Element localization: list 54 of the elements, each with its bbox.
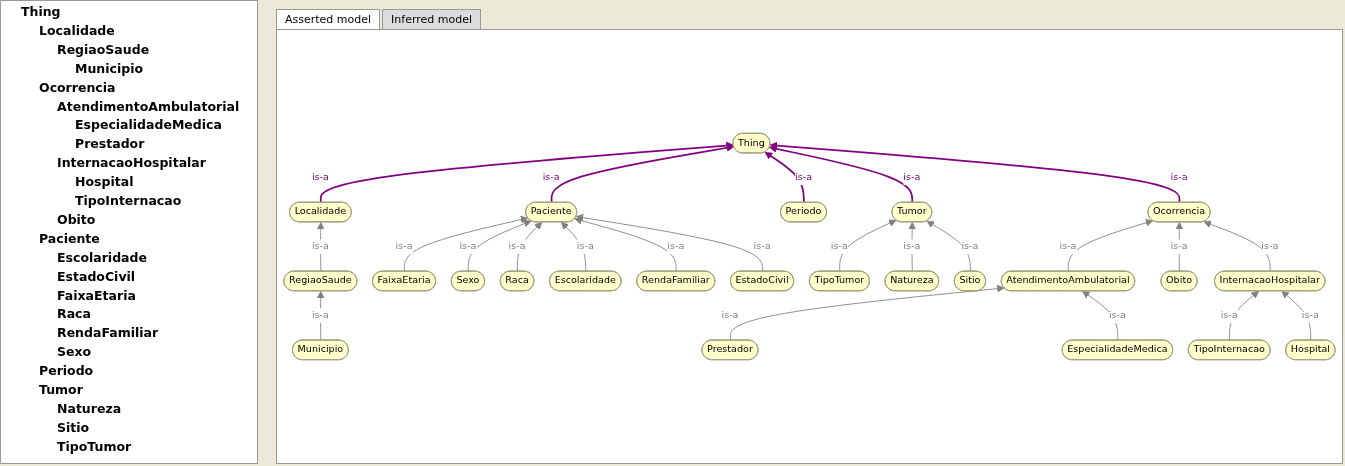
- edge-label: is-a: [576, 240, 594, 252]
- edge-label: is-a: [1220, 309, 1238, 321]
- edge-label: is-a: [311, 309, 329, 321]
- tree-item: Municipio: [75, 61, 144, 76]
- tree-item: Paciente: [39, 231, 100, 246]
- edge-label: is-a: [903, 171, 921, 183]
- edge-label: is-a: [542, 171, 560, 183]
- tree-item: Natureza: [57, 401, 122, 416]
- tab: Asserted model: [276, 9, 381, 29]
- tree-item: Sitio: [57, 420, 90, 435]
- edge-label: is-a: [830, 240, 848, 252]
- edge-label: is-a: [795, 171, 813, 183]
- tree-item: TipoTumor: [57, 439, 132, 454]
- arrow: [769, 145, 914, 204]
- arrow: [319, 141, 734, 204]
- edge-label: is-a: [311, 240, 329, 252]
- tree-item: FaixaEtaria: [57, 288, 136, 303]
- edge-label: is-a: [1170, 171, 1188, 183]
- edge-label: is-a: [753, 240, 771, 252]
- tree-item: Raca: [57, 307, 91, 322]
- edge-label: is-a: [1170, 240, 1188, 252]
- tree-item: InternacaoHospitalar: [57, 156, 206, 171]
- arrow: [764, 151, 805, 204]
- tree-item: Thing: [21, 5, 61, 19]
- edge-label: is-a: [903, 240, 921, 252]
- edge-label: is-a: [667, 240, 685, 252]
- tree-item: RegiaoSaude: [57, 42, 150, 57]
- edge-label: is-a: [721, 309, 739, 321]
- edge-label: is-a: [1059, 240, 1077, 252]
- edge-label: is-a: [459, 240, 477, 252]
- edge-label: is-a: [961, 240, 979, 252]
- tree-item: AtendimentoAmbulatorial: [57, 99, 240, 114]
- tree-item: EstadoCivil: [57, 269, 136, 284]
- edge-label: is-a: [395, 240, 413, 252]
- tree-item: Periodo: [39, 364, 94, 379]
- arrow: [769, 141, 1181, 204]
- tree-item: EspecialidadeMedica: [75, 118, 222, 133]
- tree-item: TipoInternacao: [75, 194, 182, 208]
- tree-item: Localidade: [39, 23, 115, 38]
- tab: Inferred model: [382, 9, 482, 29]
- tree-item: Hospital: [75, 175, 134, 190]
- edge-label: is-a: [1301, 309, 1319, 321]
- tree-item: Obito: [57, 212, 96, 227]
- tree-item: Escolaridade: [57, 250, 147, 265]
- edge-label: is-a: [1108, 309, 1126, 321]
- tree-item: RendaFamiliar: [57, 326, 159, 341]
- tree-item: Sexo: [57, 345, 92, 360]
- tree-item: Prestador: [75, 137, 145, 152]
- edge-label: is-a: [311, 171, 329, 183]
- edge-label: is-a: [508, 240, 526, 252]
- tree-item: Tumor: [39, 383, 83, 397]
- arrow: [550, 144, 735, 204]
- edge-label: is-a: [1261, 240, 1279, 252]
- tree-item: Ocorrencia: [39, 80, 116, 95]
